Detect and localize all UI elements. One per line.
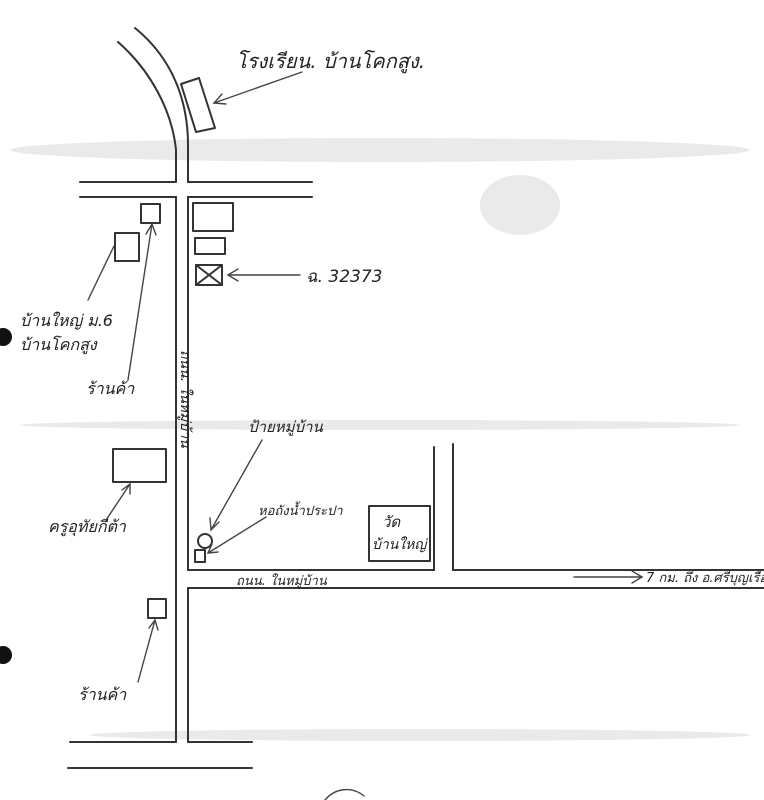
horizontal-road [187, 443, 764, 589]
scan-smudges [10, 138, 750, 741]
arrow-icon [631, 570, 644, 584]
shop-bottom-label: ร้านค้า [78, 685, 127, 704]
crossed-box-icon [195, 264, 223, 286]
arrow-icon [145, 222, 157, 236]
temple-building [368, 505, 431, 562]
tank-pointer [207, 516, 267, 554]
shop-building-bottom [147, 598, 167, 619]
shop-building [140, 203, 161, 224]
direction-label: 7 กม. ถึง อ.ศรีบุญเรือง [646, 570, 764, 586]
teacher-house-building [112, 448, 167, 483]
vertical-road-label: ถนน. ในหมู่บ้าน [177, 350, 194, 448]
circle-sign-icon [197, 533, 213, 549]
teacher-house-label: ครูอุทัยกีต้า [48, 517, 127, 537]
arrow-icon [121, 482, 131, 495]
partial-stroke [324, 789, 365, 800]
sign-pointer [210, 439, 263, 531]
building [192, 202, 234, 232]
arrow-icon [212, 93, 227, 105]
school-building [180, 77, 216, 133]
arrow-icon [206, 543, 219, 554]
arrow-icon [148, 618, 159, 631]
curved-road-top [117, 27, 189, 183]
arrow-icon [226, 268, 239, 282]
arrow-icon [209, 517, 220, 532]
village-pointer [87, 245, 115, 301]
teacher-pointer [105, 483, 131, 521]
temple-label-2: บ้านใหญ่ [372, 536, 428, 553]
shop-top-label: ร้านค้า [86, 379, 135, 398]
water-tank-building [194, 549, 206, 563]
temple-label-1: วัด [382, 513, 401, 531]
shop-bottom-pointer [137, 619, 156, 683]
village-label: บ้านใหญ่ ม.6 [20, 311, 113, 330]
main-vertical-road [175, 196, 189, 743]
top-horizontal-road [79, 181, 313, 198]
house-building [114, 232, 140, 262]
water-tank-label: หอถังน้ำประปา [258, 501, 343, 519]
bottom-horizontal-road [67, 741, 253, 769]
marker-code-label: ฉ. 32373 [306, 267, 382, 287]
building [194, 237, 226, 255]
hole-punch-icon [0, 328, 12, 664]
school-label: โรงเรียน. บ้านโคกสูง. [236, 49, 425, 74]
village-sign-label: ป้ายหมู่บ้าน [248, 418, 323, 436]
school-arrow [213, 71, 303, 104]
horizontal-road-label: ถนน. ในหมู่บ้าน [236, 573, 328, 589]
shop-pointer [127, 223, 153, 381]
village-sub-label: บ้านโคกสูง [20, 335, 98, 355]
